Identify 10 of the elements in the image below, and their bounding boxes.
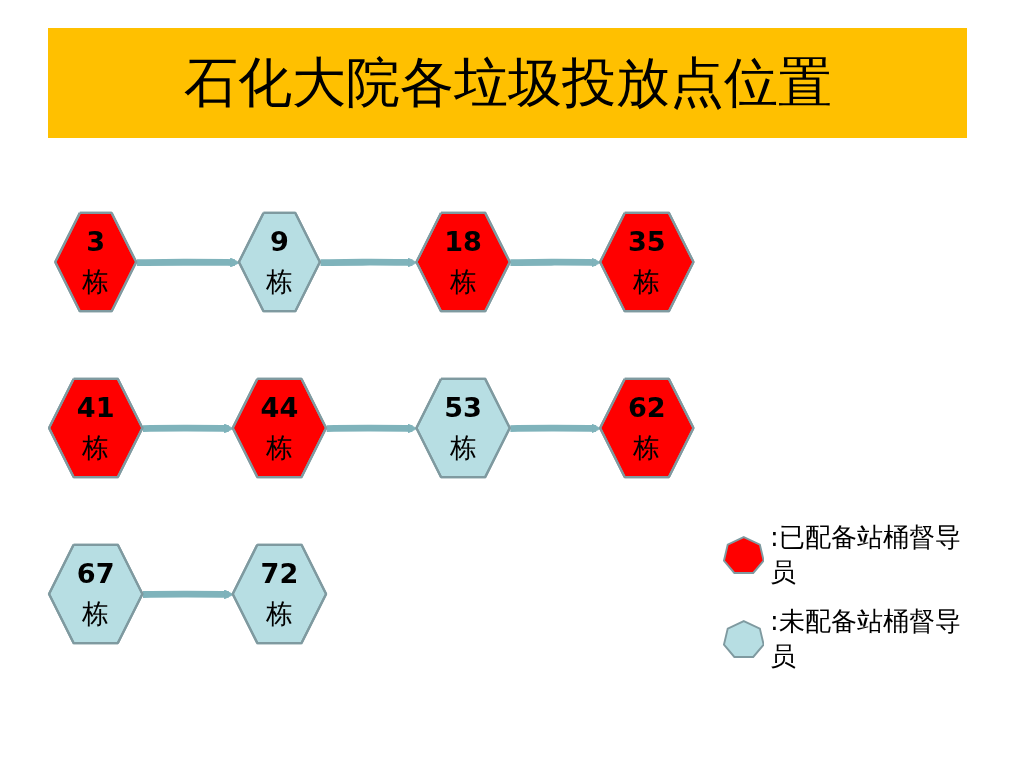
arrow	[142, 423, 234, 434]
legend-label: :未配备站桶督导员	[770, 605, 962, 673]
arrow	[320, 257, 418, 268]
arrow	[136, 257, 240, 268]
legend-label: :已配备站桶督导员	[770, 521, 962, 589]
arrow	[326, 423, 418, 434]
arrow	[510, 423, 602, 434]
arrow	[510, 257, 602, 268]
title: 石化大院各垃圾投放点位置	[48, 28, 967, 138]
arrow	[142, 589, 234, 600]
